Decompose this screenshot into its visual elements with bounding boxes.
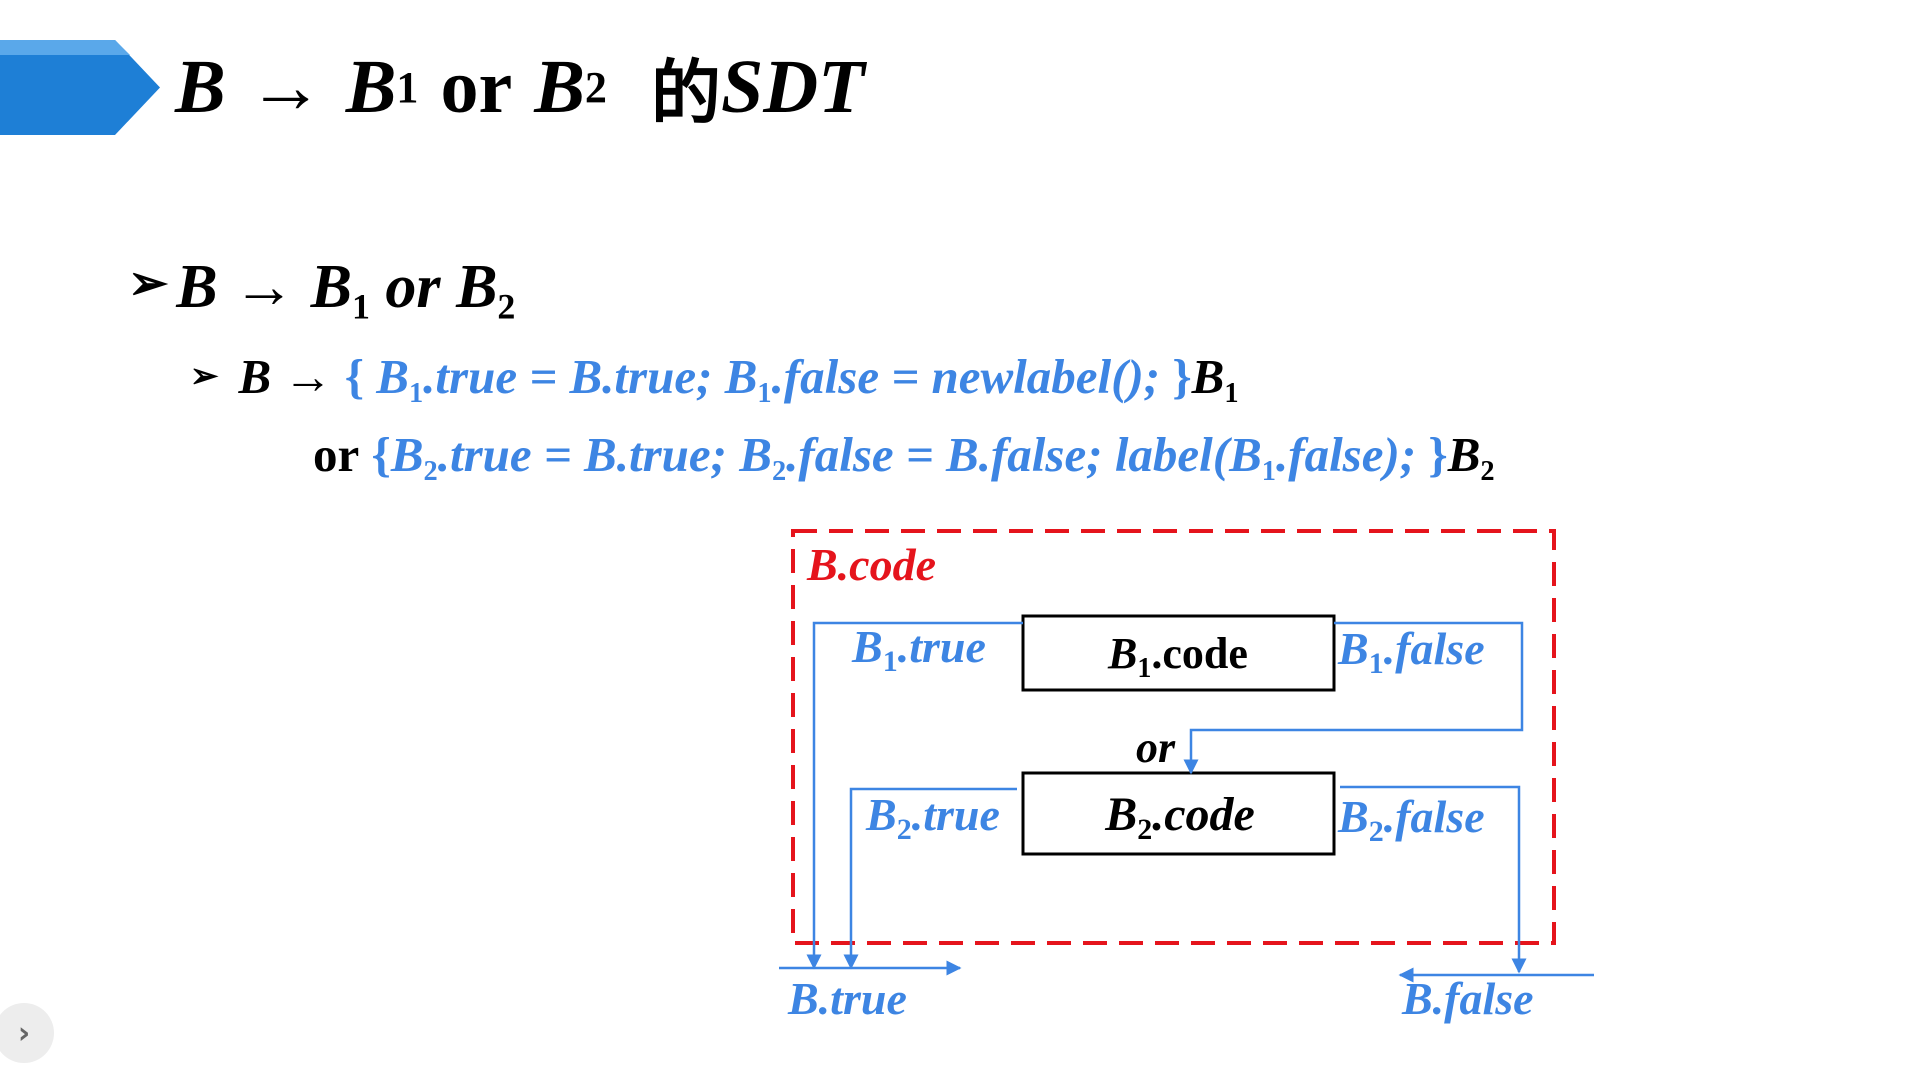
b2-code-box (1021, 771, 1336, 856)
or-label: or (1136, 723, 1176, 772)
b-code-label: B.code (806, 539, 936, 590)
b-code-dashed-box (791, 529, 1556, 945)
b-true-label: B.true (787, 973, 907, 1024)
b1-true-label: B1.true (851, 621, 986, 678)
next-slide-button[interactable]: › (0, 1003, 54, 1063)
b2-true-flow (843, 787, 1017, 970)
bullet-arrow-icon: ➢ (128, 257, 169, 310)
b1-code-box (1021, 614, 1336, 692)
b1-true-flow (806, 621, 1023, 970)
b2-false-flow (1340, 785, 1527, 974)
chevron-right-icon: › (17, 1015, 31, 1051)
production-rule: ➢B → B1 or B2 (128, 253, 516, 327)
title-banner-shape (0, 40, 160, 135)
b-false-label: B.false (1401, 973, 1534, 1024)
sdt-rule-line-1: ➢B → { B1.true = B.true; B1.false = newl… (190, 349, 1239, 410)
b2-true-label: B2.true (865, 789, 1000, 846)
b2-code-label: B2.code (1104, 788, 1255, 846)
b1-false-label: B1.false (1337, 623, 1485, 680)
sdt-rule-line-2: or {B2.true = B.true; B2.false = B.false… (313, 427, 1495, 488)
b2-false-label: B2.false (1337, 791, 1485, 848)
b1-false-flow (1183, 621, 1524, 775)
bullet-arrow-icon: ➢ (190, 358, 219, 395)
b1-code-label: B1.code (1107, 629, 1248, 684)
